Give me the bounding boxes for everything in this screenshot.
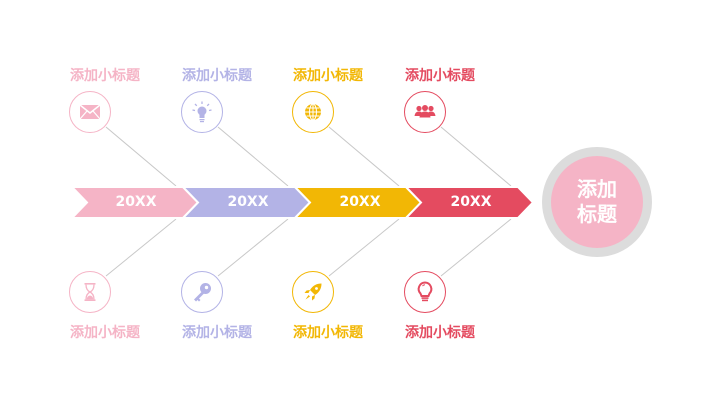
bottom-item-1-title: 添加小标题 bbox=[70, 325, 140, 341]
users-icon bbox=[414, 105, 436, 118]
timeline-segment-4 bbox=[403, 186, 535, 219]
hourglass-icon bbox=[84, 283, 96, 301]
top-item-4-title: 添加小标题 bbox=[405, 68, 475, 84]
connector-line bbox=[105, 126, 177, 187]
top-item-1-title: 添加小标题 bbox=[70, 68, 140, 84]
year-label-1: 20XX bbox=[115, 194, 157, 210]
year-label-3: 20XX bbox=[339, 194, 381, 210]
connector-line bbox=[328, 218, 400, 277]
main-title-line-2: 标题 bbox=[577, 202, 617, 226]
top-item-3-icon-circle bbox=[292, 91, 334, 133]
rocket-icon bbox=[304, 283, 322, 301]
bottom-item-2-icon-circle bbox=[181, 271, 223, 313]
top-item-1-icon-circle bbox=[69, 91, 111, 133]
connector-line bbox=[105, 218, 177, 277]
connector-line bbox=[217, 218, 289, 277]
bottom-item-1-icon-circle bbox=[69, 271, 111, 313]
bottom-item-3-icon-circle bbox=[292, 271, 334, 313]
bottom-item-4-title: 添加小标题 bbox=[405, 325, 475, 341]
year-label-2: 20XX bbox=[227, 194, 269, 210]
year-label-4: 20XX bbox=[450, 194, 492, 210]
main-title-circle: 添加 标题 bbox=[551, 156, 643, 248]
connector-line bbox=[217, 126, 289, 187]
globe-icon bbox=[305, 103, 321, 121]
envelope-icon bbox=[79, 104, 101, 120]
top-item-3-title: 添加小标题 bbox=[293, 68, 363, 84]
connector-line bbox=[440, 126, 512, 187]
connector-line bbox=[440, 218, 512, 277]
bottom-item-3-title: 添加小标题 bbox=[293, 325, 363, 341]
bottom-item-2-title: 添加小标题 bbox=[182, 325, 252, 341]
top-item-2-title: 添加小标题 bbox=[182, 68, 252, 84]
lightbulb-outline-icon bbox=[417, 281, 433, 302]
top-item-2-icon-circle bbox=[181, 91, 223, 133]
main-title-line-1: 添加 bbox=[577, 177, 617, 201]
top-item-4-icon-circle bbox=[404, 91, 446, 133]
key-icon bbox=[194, 283, 211, 302]
connector-line bbox=[328, 126, 400, 187]
bottom-item-4-icon-circle bbox=[404, 271, 446, 313]
main-title-hub: 添加 标题 bbox=[542, 147, 652, 257]
lightbulb-on-icon bbox=[192, 101, 212, 123]
